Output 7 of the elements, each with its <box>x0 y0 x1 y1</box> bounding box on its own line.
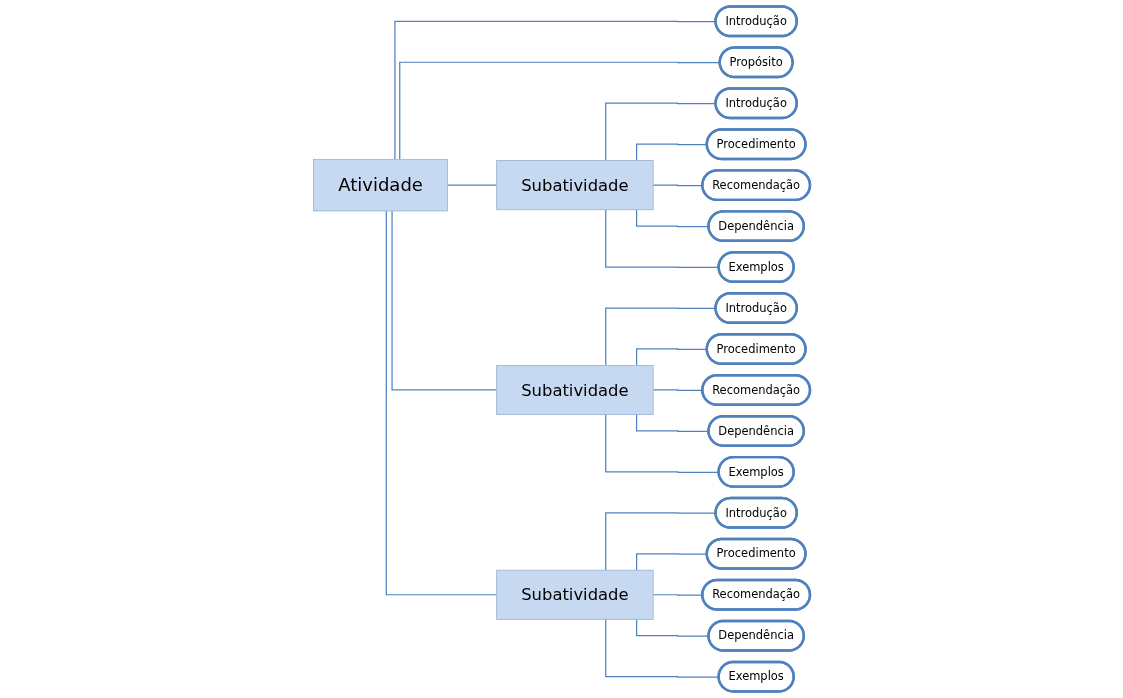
node-box: Subatividade <box>495 364 654 415</box>
connector <box>391 210 497 391</box>
node-box: Atividade <box>312 158 448 212</box>
node-box: Subatividade <box>495 160 654 211</box>
node-box: Subatividade <box>495 569 654 620</box>
connector <box>385 210 497 596</box>
connector <box>446 184 497 186</box>
